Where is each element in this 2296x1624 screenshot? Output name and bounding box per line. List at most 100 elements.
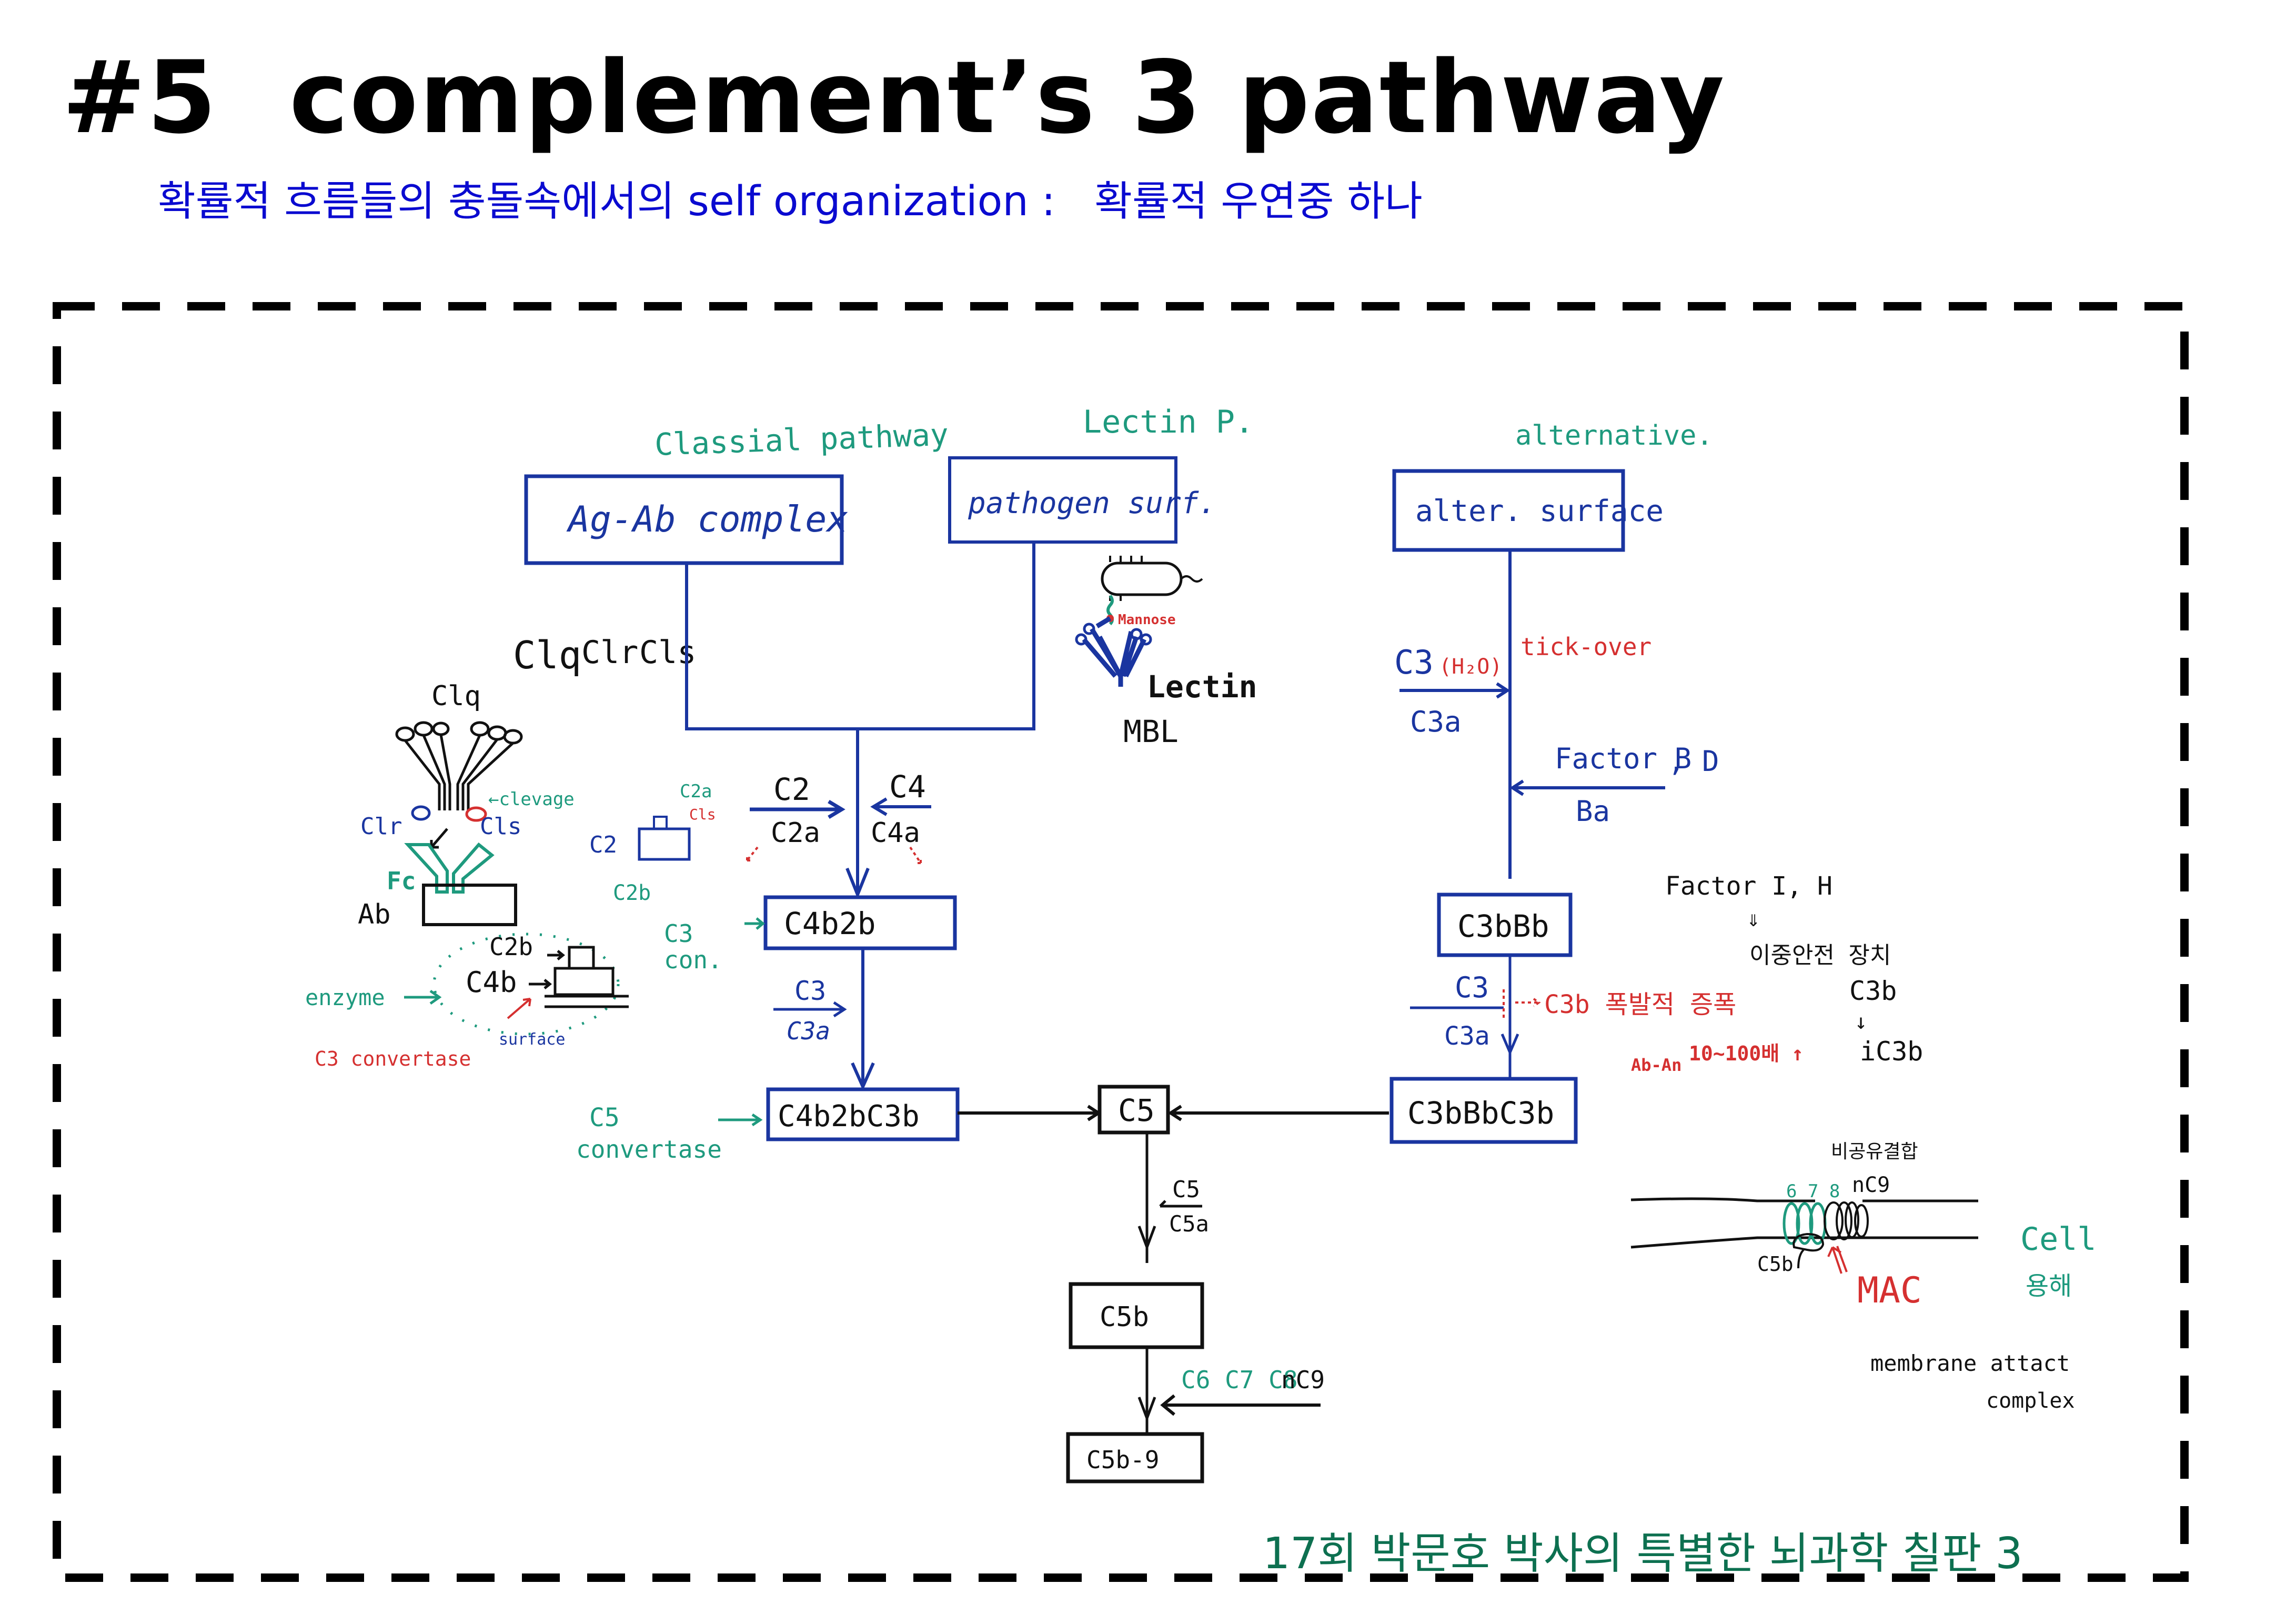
small-c2a-text: C2a xyxy=(680,781,712,802)
membrane-inner-line xyxy=(1630,1236,1978,1249)
c5-convertase-arrow xyxy=(718,1113,763,1127)
c5b-blob-icon xyxy=(1793,1232,1825,1269)
page-subtitle: 확률적 흐름들의 충돌속에서의 self organization : 확률적 … xyxy=(158,178,1423,225)
double-down-arrow-icon: ⇓ xyxy=(1747,906,1760,931)
junction-arrowhead xyxy=(845,867,870,899)
c1q-text: Clq xyxy=(513,633,581,677)
c5a-out-text: C5a xyxy=(1169,1211,1209,1237)
c2a-out-text: C2a xyxy=(771,817,820,849)
pathogen-surface-box xyxy=(948,456,1177,544)
c2-block-icon xyxy=(638,827,691,861)
late-components-c9-text: nC9 xyxy=(1281,1366,1325,1394)
c1r-text: Clr xyxy=(581,634,638,671)
tick-over-text: tick-over xyxy=(1520,633,1651,661)
c3-convertase-text: C3 convertase xyxy=(315,1047,471,1070)
lectin-pathway-label: Lectin P. xyxy=(1083,404,1254,440)
c1q-drawing-text: Clq xyxy=(431,680,481,712)
c1r-drawing-text: Clr xyxy=(360,813,402,840)
c4b2b-box xyxy=(763,895,957,950)
lectin-mbl-drawing: Mannose Lectin MBL xyxy=(1075,556,1257,749)
mac-text: MAC xyxy=(1857,1270,1922,1311)
classical-lectin-junction xyxy=(685,542,1035,895)
c1s-drawing-text: Cls xyxy=(480,813,521,840)
ag-ab-complex-box xyxy=(524,474,844,565)
c3bbbc3b-to-c5-arrow xyxy=(1167,1105,1389,1121)
c2a-block-icon xyxy=(653,816,668,830)
down-arrow-icon: ↓ xyxy=(1855,1010,1867,1034)
footer-caption: 17회 박문호 박사의 특별한 뇌과학 칠판 3 xyxy=(1263,1529,2023,1579)
c4b2b-label: C4b2b xyxy=(784,906,876,941)
cell-text: Cell xyxy=(2020,1221,2097,1258)
c3b-text: C3b xyxy=(1849,976,1897,1006)
bacterium-icon xyxy=(1101,562,1183,596)
enzyme-arrow xyxy=(404,989,442,1005)
c5-label: C5 xyxy=(1118,1092,1155,1128)
c4b-drawing-text: C4b xyxy=(466,966,517,999)
mac-full-name-2: complex xyxy=(1986,1389,2075,1413)
small-c1s-text: Cls xyxy=(689,806,716,823)
alter-surface-label: alter. surface xyxy=(1415,494,1664,528)
fc-antibody-icon xyxy=(404,842,495,894)
c4b2bc3b-to-c5-arrow xyxy=(958,1105,1102,1121)
ab-text: Ab xyxy=(358,899,391,930)
ba-out-text: Ba xyxy=(1576,795,1610,828)
late-components-text: C6 C7 C8 xyxy=(1181,1366,1298,1394)
alt-chain-c3-in-text: C3 xyxy=(1455,971,1489,1004)
c3bbbc3b-label: C3bBbC3b xyxy=(1407,1095,1554,1131)
factor-ih-regulation: Factor I, H ⇓ 이중안전 장치 C3b ↓ iC3b xyxy=(1665,871,1923,1067)
enzyme-text: enzyme xyxy=(305,985,385,1010)
c5b-9-box xyxy=(1066,1432,1204,1483)
small-c2b-text: C2b xyxy=(613,881,651,905)
dashed-frame xyxy=(53,302,2189,1582)
c1r-icon xyxy=(411,805,431,821)
c2-in-text: C2 xyxy=(773,771,810,807)
mbl-text: MBL xyxy=(1123,714,1179,749)
c4-in-text: C4 xyxy=(889,769,926,805)
ag-ab-complex-label: Ag-Ab complex xyxy=(566,499,848,540)
c3-con-arrow xyxy=(744,917,765,930)
c3bbb-label: C3bBb xyxy=(1457,908,1549,944)
c5-box xyxy=(1097,1085,1170,1135)
mac-full-name-1: membrane attact xyxy=(1870,1350,2070,1376)
c5-convertase-label-2: convertase xyxy=(576,1135,722,1164)
alt-c3a-out-text: C3a xyxy=(1410,705,1462,738)
classical-c3-arrow xyxy=(773,1001,847,1018)
c1-antibody-drawing: Clq ←clevage Clr Cls Fc Ab C2 C2a Cls C2… xyxy=(305,680,716,1070)
c5b-to-mac-line xyxy=(1137,1347,1156,1434)
late-components-arrow xyxy=(1160,1394,1321,1416)
c1s-icon xyxy=(465,806,487,822)
c5-to-c5b-line xyxy=(1137,1132,1156,1263)
c2b-block-icon xyxy=(568,946,595,970)
surface-text: surface xyxy=(499,1030,565,1049)
c2-c4-inputs: C2 C2a C4 C4a xyxy=(746,769,931,864)
lectin-text: Lectin xyxy=(1147,669,1257,705)
c5b-label: C5b xyxy=(1100,1301,1149,1333)
c5b-box xyxy=(1069,1282,1204,1349)
c4b-block-icon xyxy=(553,967,615,996)
alt-c3-h2o-text: (H₂O) xyxy=(1439,655,1502,679)
amplification-dash-arrow xyxy=(1503,989,1541,1021)
c4b2bc3b-label: C4b2bC3b xyxy=(778,1099,920,1134)
c5b-9-label: C5b-9 xyxy=(1086,1446,1159,1474)
c5-convertase-label-1: C5 xyxy=(589,1103,620,1132)
factor-d-text: , D xyxy=(1668,745,1719,778)
mac-drawing: 비공유결합 6 7 8 nC9 C5b MAC membrane attact … xyxy=(1630,1141,2097,1413)
c5b-mac-text: C5b xyxy=(1757,1252,1794,1276)
classical-c3-in-text: C3 xyxy=(794,976,826,1006)
double-safety-text: 이중안전 장치 xyxy=(1749,942,1891,969)
classical-c3a-out-text: C3a xyxy=(787,1017,830,1045)
amplification-text: C3b 폭발적 증폭 xyxy=(1544,990,1736,1019)
fc-text: Fc xyxy=(387,867,416,895)
surface-lines xyxy=(545,995,629,1008)
enzyme-dotted-outline xyxy=(432,933,620,1036)
c3-con-label-1: C3 xyxy=(664,919,693,948)
ic3b-text: iC3b xyxy=(1860,1036,1923,1067)
c3bbb-box xyxy=(1437,893,1573,957)
c3bbb-to-c3bbbc3b-line xyxy=(1501,955,1519,1079)
factor-b-text: Factor B xyxy=(1555,742,1691,775)
factor-b-arrow xyxy=(1509,779,1665,796)
c4a-out-text: C4a xyxy=(871,817,920,849)
nc9-text: nC9 xyxy=(1852,1173,1890,1197)
small-c2-text: C2 xyxy=(589,831,617,858)
